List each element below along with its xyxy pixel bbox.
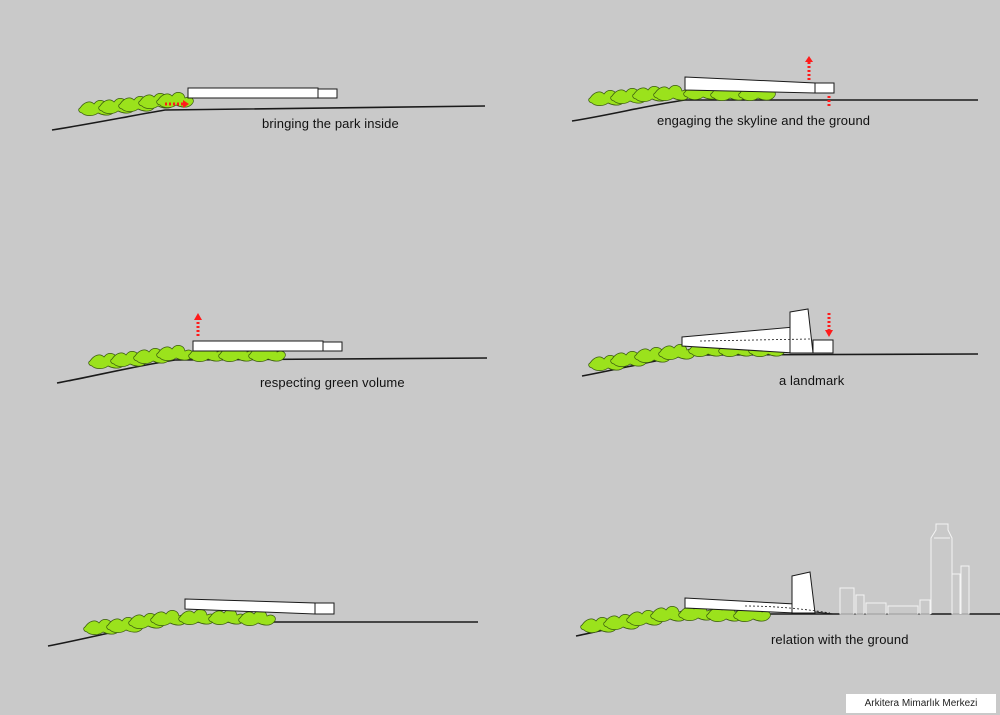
building-slab <box>812 339 834 354</box>
diagram-1 <box>51 87 486 131</box>
ground-line <box>51 105 486 131</box>
diagram-4 <box>581 308 979 377</box>
building-slab <box>317 88 338 99</box>
credit-label: Arkitera Mimarlık Merkezi <box>846 694 996 713</box>
diagram-6 <box>575 523 1000 637</box>
building-slab <box>814 82 835 94</box>
caption-engaging-the-skyline: engaging the skyline and the ground <box>657 113 871 128</box>
diagram-3 <box>56 313 488 384</box>
caption-a-landmark: a landmark <box>779 373 845 388</box>
building-slab <box>187 87 319 99</box>
caption-bringing-the-park-inside: bringing the park inside <box>262 116 399 131</box>
arrow-icon <box>165 100 189 108</box>
diagram-5 <box>47 598 478 647</box>
arrow-icon <box>805 56 831 108</box>
ramp <box>744 605 831 614</box>
building-slab <box>314 602 335 615</box>
tower <box>789 308 814 354</box>
skyline <box>839 523 970 615</box>
arrow-icon <box>825 313 833 337</box>
caption-relation-with-the-ground: relation with the ground <box>771 632 909 647</box>
ground-line <box>571 99 978 122</box>
building-slab <box>684 76 816 94</box>
vegetation <box>78 91 194 117</box>
building-slab <box>192 340 324 352</box>
caption-respecting-green-volume: respecting green volume <box>260 375 405 390</box>
building-slab <box>322 341 343 352</box>
diagram-2 <box>571 56 978 122</box>
arrow-icon <box>194 313 202 336</box>
vegetation <box>83 608 276 636</box>
tower <box>791 571 816 614</box>
